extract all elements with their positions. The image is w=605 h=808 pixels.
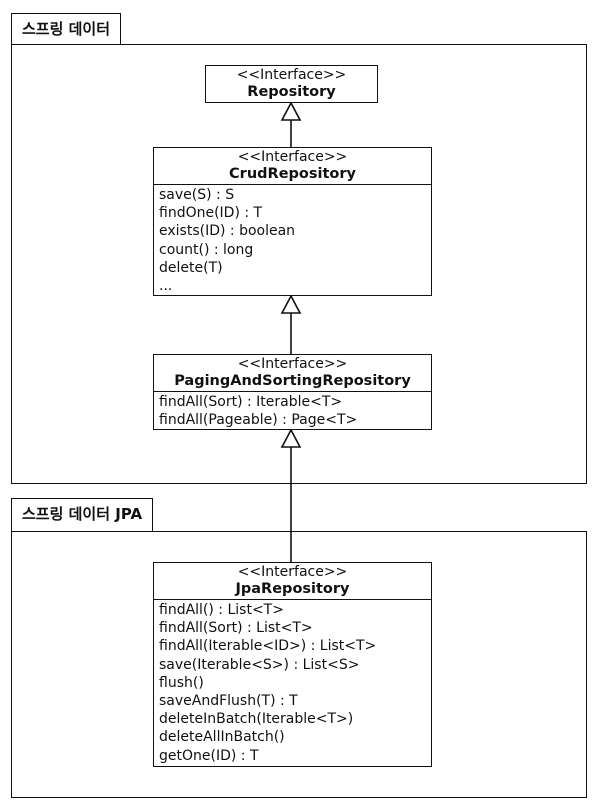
method-item: findAll(Iterable<ID>) : List<T> (159, 638, 377, 655)
class-name: JpaRepository (235, 581, 350, 597)
class-name: Repository (247, 84, 336, 100)
method-item: deleteInBatch(Iterable<T>) (159, 711, 354, 728)
method-item: ... (159, 278, 173, 295)
method-item: findAll(Sort) : Iterable<T> (159, 394, 343, 410)
class-crud-repository-header: <<Interface>> CrudRepository (154, 148, 431, 185)
arrow-jpa-to-paging (280, 428, 302, 562)
class-name: CrudRepository (229, 166, 356, 182)
method-list: findAll(Sort) : Iterable<T> findAll(Page… (154, 392, 431, 431)
package-spring-data-tab: 스프링 데이터 (11, 13, 122, 45)
method-item: save(Iterable<S>) : List<S> (159, 656, 360, 673)
method-item: getOne(ID) : T (159, 747, 259, 764)
class-name: PagingAndSortingRepository (174, 373, 411, 389)
method-item: count() : long (159, 241, 254, 258)
class-paging-header: <<Interface>> PagingAndSortingRepository (154, 355, 431, 392)
class-paging-and-sorting-repository: <<Interface>> PagingAndSortingRepository… (153, 354, 432, 430)
method-item: findAll(Sort) : List<T> (159, 620, 313, 637)
method-item: findAll(Pageable) : Page<T> (159, 412, 358, 429)
method-item: findAll() : List<T> (159, 602, 284, 618)
method-item: flush() (159, 674, 204, 691)
method-item: findOne(ID) : T (159, 205, 263, 222)
method-list: save(S) : S findOne(ID) : T exists(ID) :… (154, 185, 431, 297)
package-spring-data (11, 44, 587, 484)
package-spring-data-jpa (11, 531, 587, 798)
method-item: save(S) : S (159, 187, 235, 203)
stereotype-label: <<Interface>> (237, 356, 348, 372)
method-item: delete(T) (159, 259, 223, 276)
arrow-paging-to-crud (280, 294, 302, 354)
arrow-crud-to-repository (280, 101, 302, 147)
stereotype-label: <<Interface>> (237, 564, 348, 580)
method-item: exists(ID) : boolean (159, 223, 296, 240)
stereotype-label: <<Interface>> (237, 149, 348, 165)
class-repository-header: <<Interface>> Repository (206, 66, 377, 102)
class-repository: <<Interface>> Repository (205, 65, 378, 103)
class-crud-repository: <<Interface>> CrudRepository save(S) : S… (153, 147, 432, 296)
class-jpa-repository: <<Interface>> JpaRepository findAll() : … (153, 562, 432, 767)
stereotype-label: <<Interface>> (236, 67, 347, 83)
class-jpa-repository-header: <<Interface>> JpaRepository (154, 563, 431, 600)
method-item: deleteAllInBatch() (159, 729, 285, 746)
method-list: findAll() : List<T> findAll(Sort) : List… (154, 600, 431, 767)
method-item: saveAndFlush(T) : T (159, 693, 298, 710)
